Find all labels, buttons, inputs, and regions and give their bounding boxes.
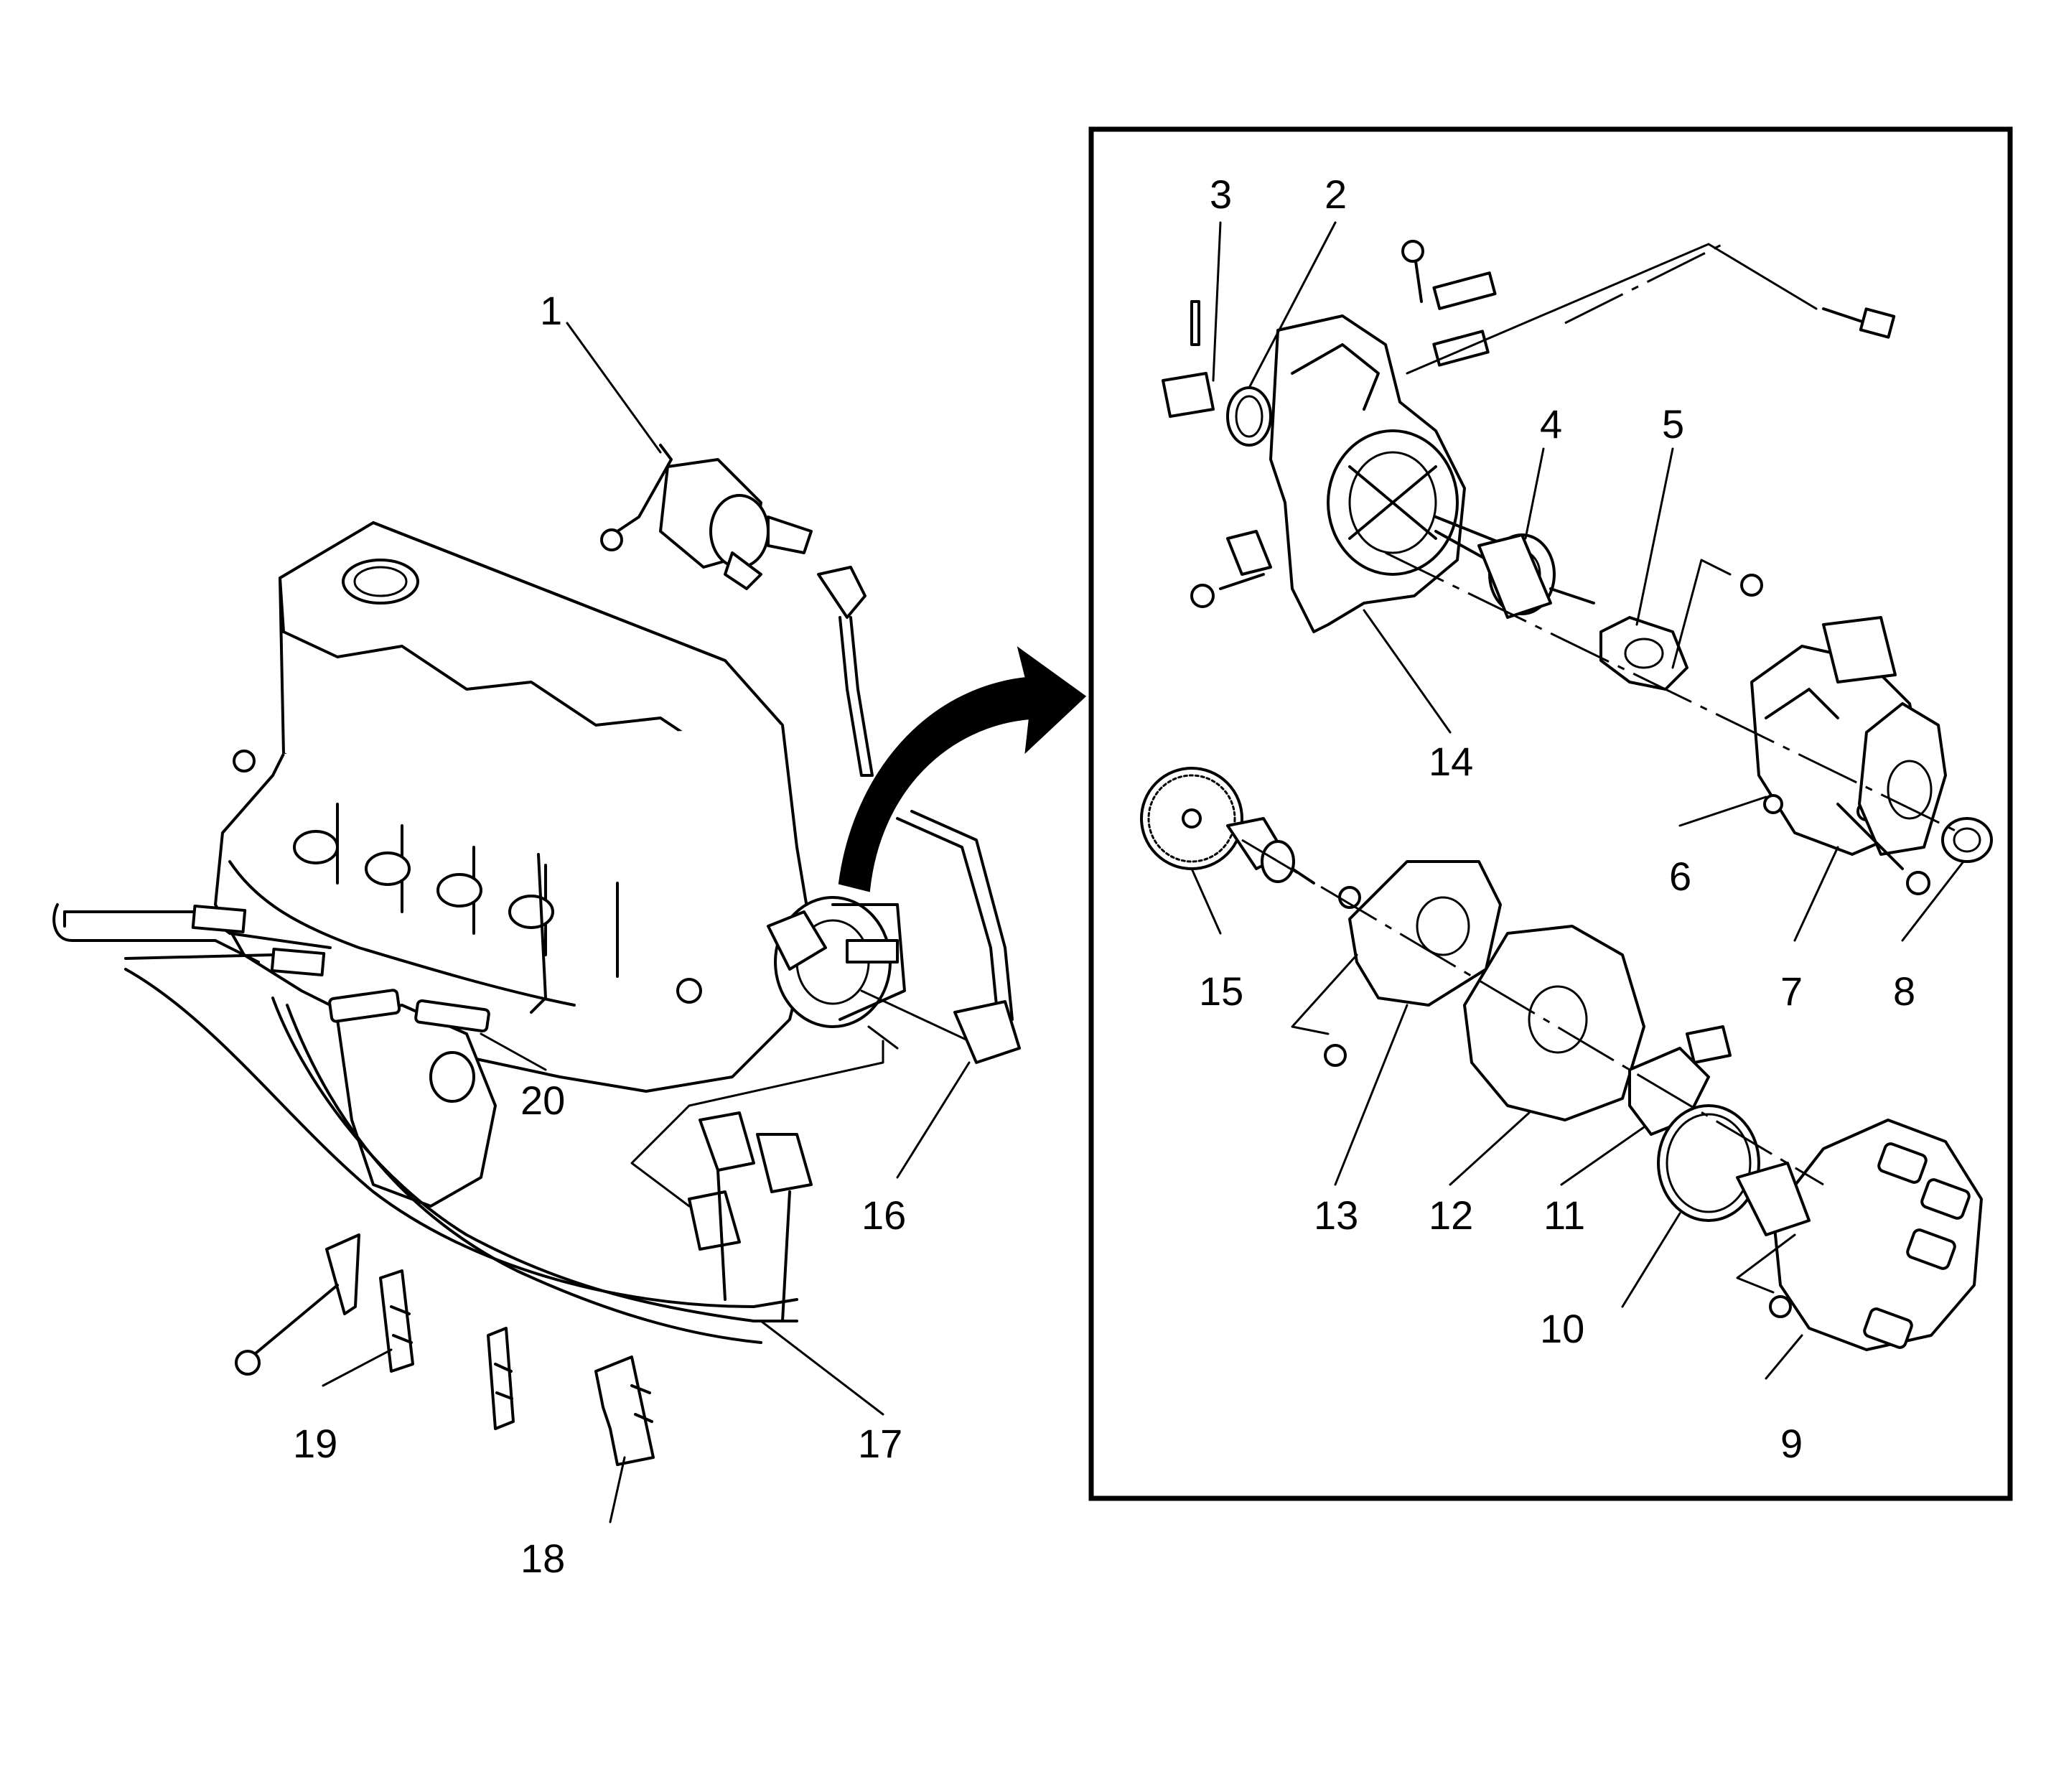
callout-9: 9 bbox=[1780, 1421, 1803, 1466]
callout-18: 18 bbox=[520, 1536, 565, 1581]
callout-14: 14 bbox=[1429, 739, 1473, 784]
callout-16: 16 bbox=[861, 1193, 906, 1238]
callout-12: 12 bbox=[1429, 1193, 1473, 1238]
callout-7: 7 bbox=[1780, 969, 1803, 1014]
callout-13: 13 bbox=[1314, 1193, 1358, 1238]
leader-lines-right bbox=[1190, 221, 1965, 1380]
callout-15: 15 bbox=[1199, 969, 1243, 1014]
callout-8: 8 bbox=[1893, 969, 1915, 1014]
callout-19: 19 bbox=[293, 1421, 337, 1466]
callout-17: 17 bbox=[858, 1421, 902, 1466]
callout-labels: 1 2 3 4 5 6 7 8 9 10 11 12 13 14 15 16 1… bbox=[293, 172, 1915, 1581]
wire-clips bbox=[235, 1233, 655, 1466]
detail-parts bbox=[1140, 240, 1993, 1351]
callout-4: 4 bbox=[1540, 401, 1562, 447]
detail-frame bbox=[1088, 126, 2013, 1501]
leader-lines-left bbox=[322, 322, 971, 1523]
spark-plug-wire-set bbox=[52, 810, 1021, 1344]
transfer-arrow bbox=[838, 646, 1087, 892]
callout-11: 11 bbox=[1543, 1193, 1585, 1238]
callout-10: 10 bbox=[1540, 1306, 1584, 1351]
callout-20: 20 bbox=[520, 1078, 565, 1123]
callout-6: 6 bbox=[1669, 854, 1691, 899]
engine-assembly bbox=[214, 521, 813, 1208]
callout-3: 3 bbox=[1210, 172, 1232, 217]
callout-1: 1 bbox=[540, 288, 562, 333]
callout-5: 5 bbox=[1662, 401, 1684, 447]
ignition-coil bbox=[600, 444, 874, 777]
callout-2: 2 bbox=[1325, 172, 1347, 217]
installed-distributor bbox=[767, 896, 971, 1042]
